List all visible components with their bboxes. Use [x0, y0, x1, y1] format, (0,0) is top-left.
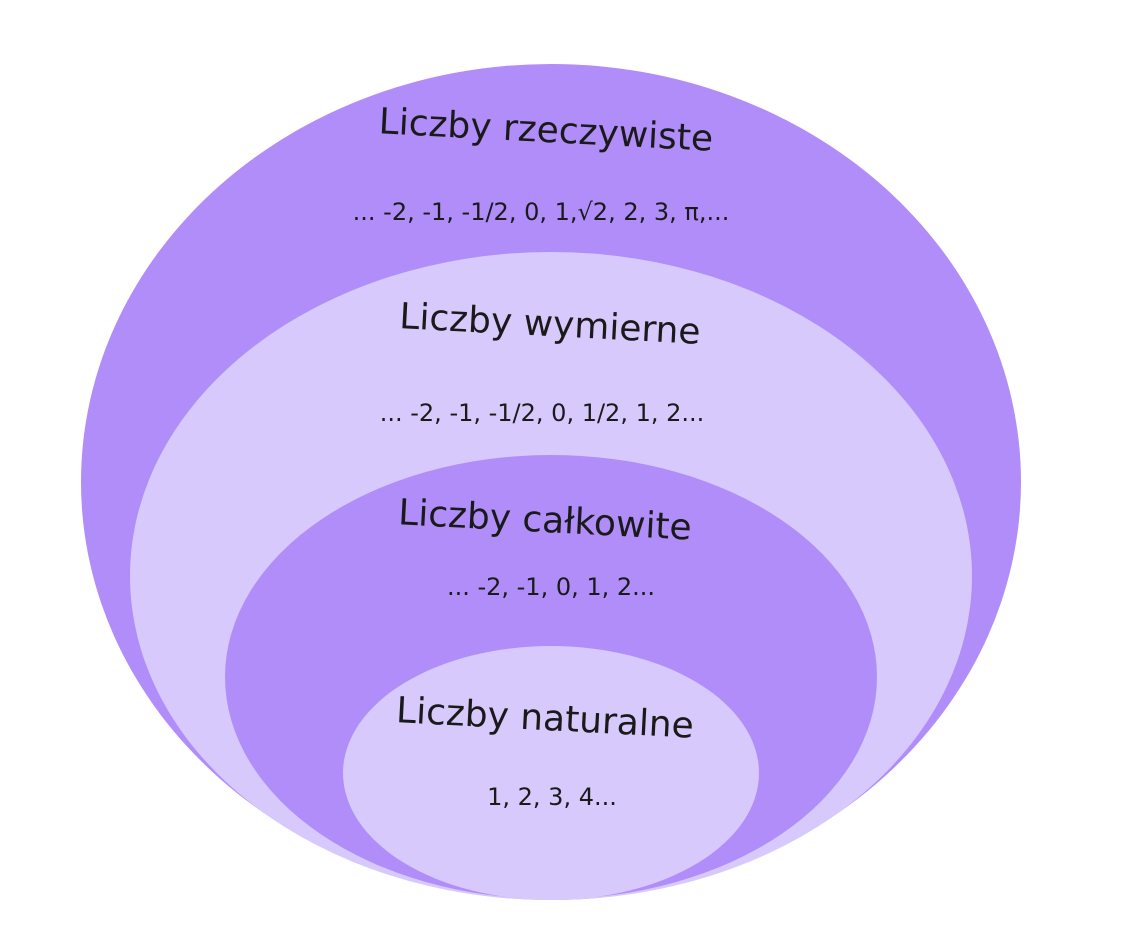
rational-numbers-examples: ... -2, -1, -1/2, 0, 1/2, 1, 2...: [380, 399, 705, 427]
natural-numbers-examples: 1, 2, 3, 4...: [487, 783, 617, 811]
real-numbers-examples: ... -2, -1, -1/2, 0, 1,√2, 2, 3, π,...: [353, 198, 730, 226]
integer-numbers-examples: ... -2, -1, 0, 1, 2...: [447, 573, 655, 601]
natural-numbers-ellipse: [343, 646, 759, 900]
